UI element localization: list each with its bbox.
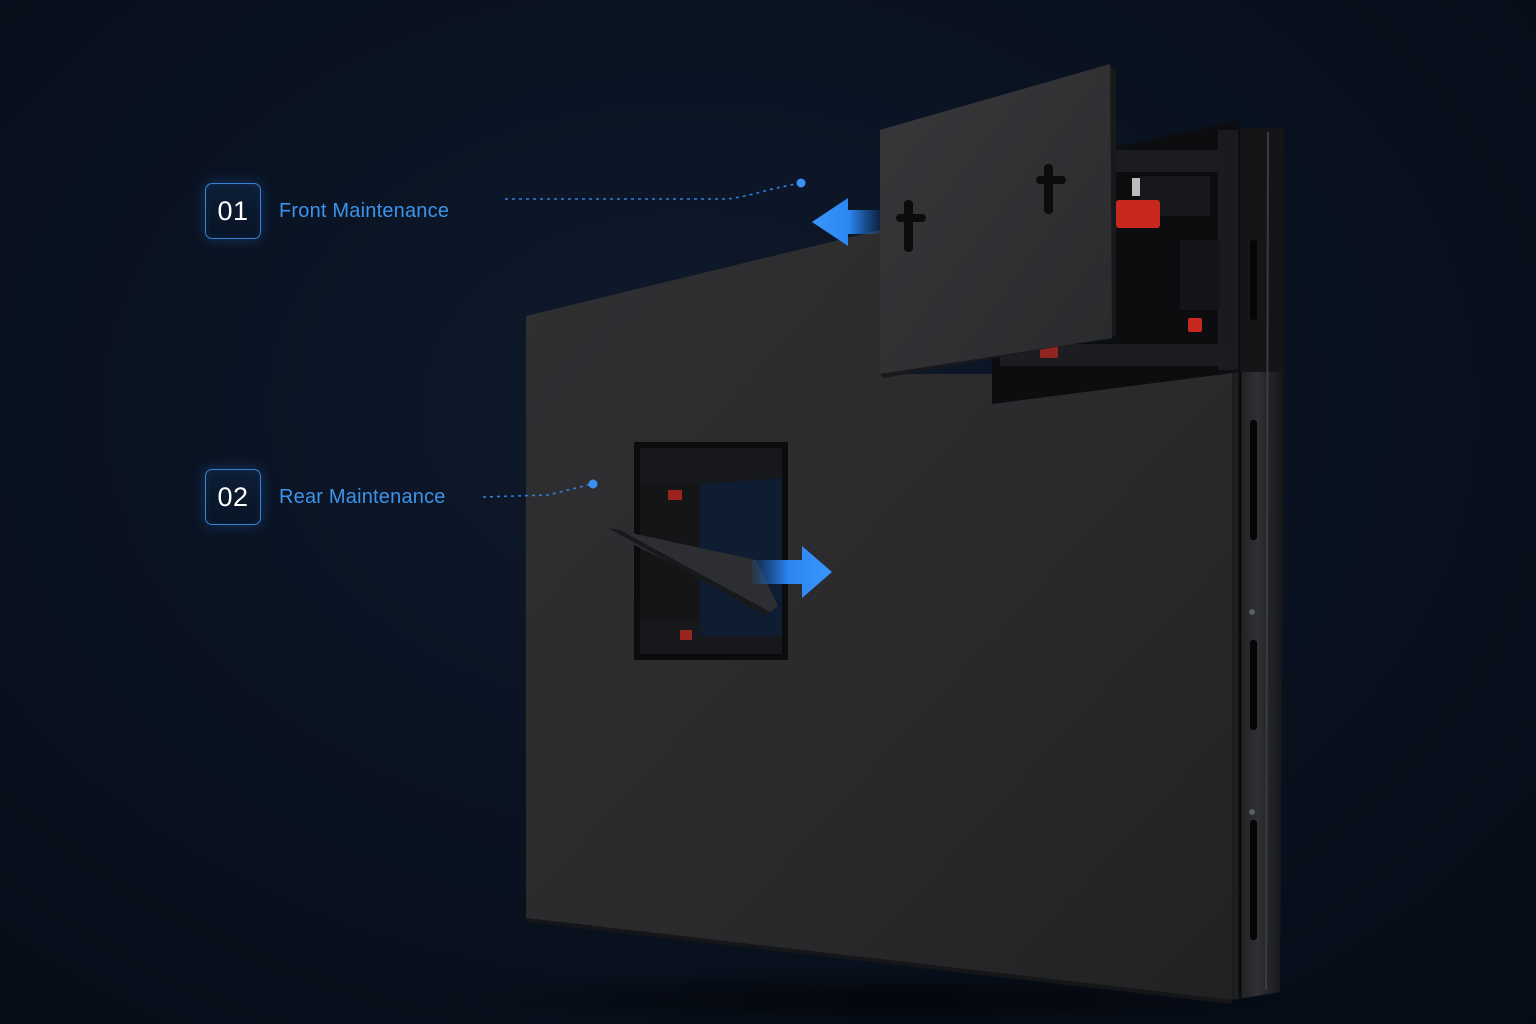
arrow-left-icon [812, 198, 880, 246]
cabinet-front-panel [526, 230, 1232, 1000]
callout-rear-maintenance: 02 Rear Maintenance [205, 469, 446, 525]
rear-maintenance-opening [608, 442, 788, 660]
cabinet-side-frame [1228, 128, 1284, 1000]
rear-leader-line [482, 483, 593, 498]
handle-icon [896, 164, 1066, 252]
front-leader-dot [796, 178, 806, 188]
callout-number-badge: 02 [205, 469, 261, 525]
front-leader-line [505, 182, 801, 200]
rear-leader-dot [588, 479, 598, 489]
callout-number-badge: 01 [205, 183, 261, 239]
cabinet-panel-bottom-edge [526, 918, 1232, 1004]
front-module [880, 64, 1116, 378]
callout-label: Rear Maintenance [279, 485, 446, 508]
callout-front-maintenance: 01 Front Maintenance [205, 183, 449, 239]
callout-label: Front Maintenance [279, 199, 450, 222]
arrow-right-icon [752, 546, 832, 598]
